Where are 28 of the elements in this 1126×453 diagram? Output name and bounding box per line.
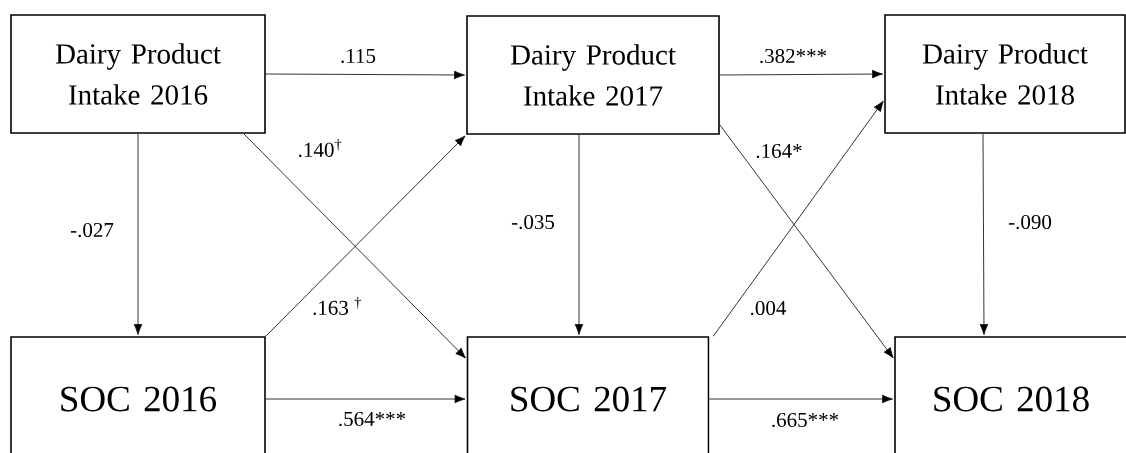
edge-label: -.027 [70,222,114,238]
variable-box: Dairy Product Intake 2018 [884,14,1126,134]
variable-box: Dairy Product Intake 2016 [10,14,266,134]
arrow [979,133,989,335]
arrow [265,135,466,337]
arrow [574,134,584,335]
edge-label: .564*** [339,411,406,427]
edge-label: .164* [756,143,802,159]
variable-box: Dairy Product Intake 2017 [466,15,720,135]
arrow [133,133,143,335]
arrow [265,70,465,80]
edge-label: -.035 [511,214,555,230]
variable-box: SOC 2017 [466,336,710,453]
edge-label: .163 $^{†}$ [313,297,361,315]
edge-label: .382*** [760,48,827,64]
variable-box: SOC 2018 [894,336,1126,453]
edge-label: .665*** [772,412,839,428]
arrow [243,133,466,359]
arrow [708,394,893,404]
arrow [719,124,894,359]
edge-label: .115 [341,48,376,64]
edge-label: -.090 [1008,214,1052,230]
edge-label: .140$^{†}$ [299,139,342,157]
arrow [719,69,883,79]
arrow [712,100,884,337]
variable-box: SOC 2016 [10,336,266,453]
edge-label: .004 [751,300,787,316]
arrow [265,394,466,404]
